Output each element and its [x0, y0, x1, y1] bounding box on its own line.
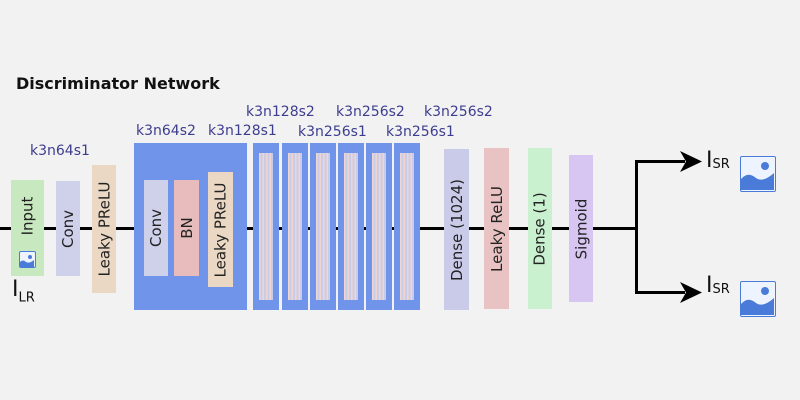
param-label-k3n64s1: k3n64s1 [30, 143, 90, 159]
param-label-k3n256s2-a: k3n256s2 [336, 104, 405, 120]
param-label-k3n64s2: k3n64s2 [136, 123, 196, 139]
split-wire-vertical [635, 160, 638, 294]
conv-block-2 [282, 143, 308, 310]
param-label-k3n256s1-b: k3n256s1 [386, 124, 455, 140]
dense-1024-layer-label: Dense (1024) [447, 178, 466, 281]
dense-1-layer-label: Dense (1) [531, 191, 550, 266]
conv-layer-2-label: Conv [147, 208, 166, 248]
input-image-icon [19, 251, 36, 268]
output-sr-bottom-main: I [706, 273, 713, 298]
output-sr-top-main: I [706, 148, 713, 173]
leaky-prelu-layer-1: Leaky PReLU [92, 165, 116, 293]
arrowhead-bottom [680, 282, 702, 303]
output-image-icon-bottom [740, 281, 776, 317]
conv-layer-2: Conv [144, 180, 168, 276]
output-sr-top-sub: SR [712, 157, 730, 172]
input-layer-label: Input [18, 196, 37, 236]
conv-layer-1-label: Conv [59, 209, 78, 248]
conv-block-3 [310, 143, 336, 310]
input-lr-main: I [12, 277, 19, 302]
diagram-title: Discriminator Network [16, 74, 220, 93]
conv-layer-1: Conv [56, 181, 80, 276]
output-sr-label-bottom: ISR [706, 273, 730, 298]
output-image-icon-top [740, 156, 776, 192]
output-sr-label-top: ISR [706, 148, 730, 173]
dense-1-layer: Dense (1) [528, 148, 552, 309]
param-label-k3n256s2-b: k3n256s2 [424, 104, 493, 120]
bn-layer-label: BN [177, 217, 196, 239]
split-wire-bottom [635, 291, 685, 294]
leaky-relu-layer-label: Leaky ReLU [487, 185, 506, 272]
param-label-k3n128s1: k3n128s1 [208, 123, 277, 139]
dense-1024-layer: Dense (1024) [444, 149, 469, 310]
leaky-prelu-layer-2-label: Leaky PReLU [211, 182, 230, 277]
input-lr-label: ILR [12, 277, 35, 305]
sigmoid-layer: Sigmoid [569, 155, 593, 302]
leaky-relu-layer: Leaky ReLU [484, 148, 509, 309]
param-label-k3n128s2: k3n128s2 [246, 104, 315, 120]
conv-block-1 [253, 143, 279, 310]
bn-layer: BN [174, 180, 199, 276]
conv-block-4 [338, 143, 364, 310]
conv-block-5 [366, 143, 392, 310]
leaky-prelu-layer-2: Leaky PReLU [208, 172, 233, 287]
leaky-prelu-layer-1-label: Leaky PReLU [95, 181, 114, 277]
output-sr-bottom-sub: SR [712, 282, 730, 297]
conv-block-6 [394, 143, 420, 310]
input-lr-sub: LR [18, 290, 35, 306]
arrowhead-top [680, 151, 702, 172]
sigmoid-layer-label: Sigmoid [572, 198, 591, 259]
split-wire-top [635, 160, 685, 163]
param-label-k3n256s1-a: k3n256s1 [298, 124, 367, 140]
